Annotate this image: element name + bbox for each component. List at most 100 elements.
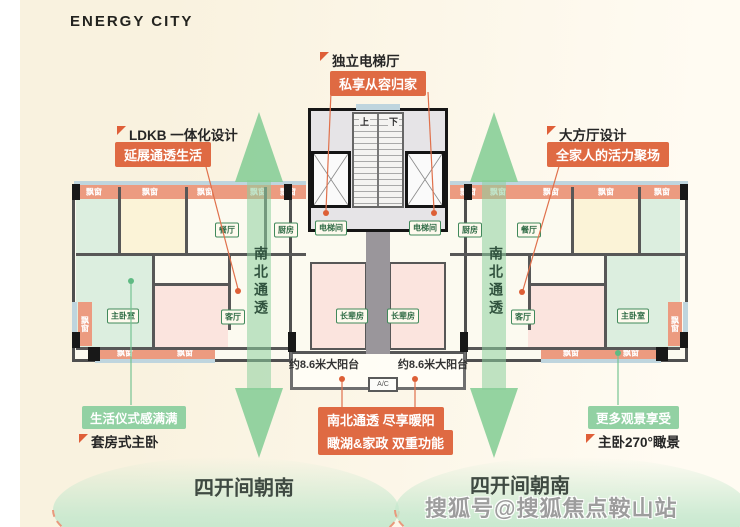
callout-suite-tag: 生活仪式感满满 [82, 406, 186, 429]
leader-line [204, 162, 239, 290]
room-label-living-left: 客厅 [221, 309, 245, 325]
bay-window-label: 飘窗 [563, 348, 579, 358]
room-label-living-right: 客厅 [511, 309, 535, 325]
airflow-label-left: 南北通透 [253, 246, 269, 318]
callout-hall-title: 大方厅设计 [559, 128, 627, 143]
bay-window-strip-side-left [78, 302, 92, 346]
wall-corner-block [284, 184, 292, 200]
stair-down-label: 下 [388, 115, 400, 128]
window-glass-strip [683, 302, 688, 346]
elevator-shaft-right [405, 151, 445, 208]
leader-line [427, 91, 435, 211]
airflow-band-right [482, 180, 506, 390]
wall [571, 187, 574, 253]
wall [528, 283, 604, 286]
leader-dot [235, 288, 241, 294]
window-glass-strip [72, 302, 77, 346]
callout-view-tag: 更多观景享受 [588, 406, 680, 429]
window-glass-strip [74, 181, 306, 186]
wall-corner-block [288, 332, 296, 352]
room-label-elevator-right: 电梯间 [409, 220, 441, 236]
callout-ldkb-title: LDKB 一体化设计 [129, 128, 238, 143]
wall [118, 187, 121, 253]
room-master-bedroom-right [604, 253, 680, 347]
room-pink-left [152, 283, 228, 347]
callout-view-title: 主卧270°瞰景 [598, 435, 680, 450]
bay-window-label: 飘窗 [80, 316, 90, 332]
window-glass-strip [95, 359, 215, 363]
leader-line [522, 162, 561, 291]
watermark: 搜狐号@搜狐焦点鞍山站 [425, 496, 678, 521]
wall [152, 253, 155, 347]
callout-corner-icon [79, 434, 88, 443]
elevator-shaft-left [311, 151, 351, 208]
leader-dot [519, 289, 525, 295]
balcony-label-right: 约8.6米大阳台 [397, 359, 469, 371]
callout-corner-icon [586, 434, 595, 443]
callout-corner-icon [320, 52, 329, 61]
wall-corner-block [656, 347, 668, 361]
orientation-label-right: 四开间朝南 [470, 475, 570, 498]
arrow-down-left [235, 388, 283, 458]
leader-dot [323, 210, 329, 216]
bay-window-strip-bottom-right [541, 347, 661, 359]
room-label-kitchen-left: 厨房 [274, 222, 298, 238]
callout-corner-icon [117, 126, 126, 135]
wall [450, 253, 686, 256]
wall-corner-block [680, 332, 688, 348]
room-pink-right [528, 283, 604, 347]
leader-line [325, 91, 332, 211]
callout-corner-icon [547, 126, 556, 135]
leader-dot-green [128, 278, 134, 284]
bay-window-label: 飘窗 [623, 348, 639, 358]
callout-suite-title: 套房式主卧 [91, 435, 159, 450]
orientation-ellipse-left [52, 457, 400, 527]
wall-corner-block [72, 332, 80, 348]
callout-elevator-tag: 私享从容归家 [330, 71, 427, 96]
callout-hall-tag: 全家人的活力聚场 [547, 142, 670, 167]
bay-window-strip-bottom-left [95, 347, 215, 359]
bay-window-label: 飘窗 [654, 187, 670, 197]
wall [185, 187, 188, 253]
ellipse-fill [53, 457, 399, 527]
leader-dot-green [615, 350, 621, 356]
bay-window-strip-side-right [668, 302, 682, 346]
wall-corner-block [88, 347, 100, 361]
window-glass-strip [450, 181, 688, 186]
balcony-label-left: 约8.6米大阳台 [288, 359, 360, 371]
wall [604, 253, 607, 347]
callout-ldkb-tag: 延展通透生活 [115, 142, 212, 167]
wall-corner-block [72, 184, 80, 200]
arrow-down-right [470, 388, 518, 458]
wall-corner-block [460, 332, 468, 352]
orientation-ellipse-right [394, 457, 740, 527]
callout-south-tag1: 南北通透 尽享暖阳 [318, 407, 444, 432]
wall-corner-block [464, 184, 472, 200]
room-elder-left [310, 262, 367, 350]
arrow-up-right [470, 112, 518, 182]
wall [76, 347, 292, 350]
arrow-up-left [235, 112, 283, 182]
bay-window-label: 飘窗 [86, 187, 102, 197]
room-elder-right [389, 262, 446, 350]
room-label-elder-left: 长辈房 [336, 308, 368, 324]
wall [152, 283, 228, 286]
ac-unit: A/C [368, 377, 398, 392]
core-window-strip [356, 104, 400, 110]
bay-window-label: 飘窗 [197, 187, 213, 197]
room-label-elder-right: 长辈房 [387, 308, 419, 324]
window-glass-strip [541, 359, 661, 363]
ellipse-fill [395, 457, 740, 527]
callout-south-tag2: 瞰湖&家政 双重功能 [318, 430, 454, 455]
bay-window-label: 飘窗 [670, 316, 680, 332]
elevator-x-icon [407, 153, 443, 206]
wall [528, 253, 531, 330]
wall [638, 187, 641, 253]
leader-dot [339, 376, 345, 382]
room-label-master-right: 主卧室 [617, 308, 649, 324]
bay-window-label: 飘窗 [142, 187, 158, 197]
stair-up-label: 上 [359, 115, 371, 128]
wall [76, 253, 306, 256]
